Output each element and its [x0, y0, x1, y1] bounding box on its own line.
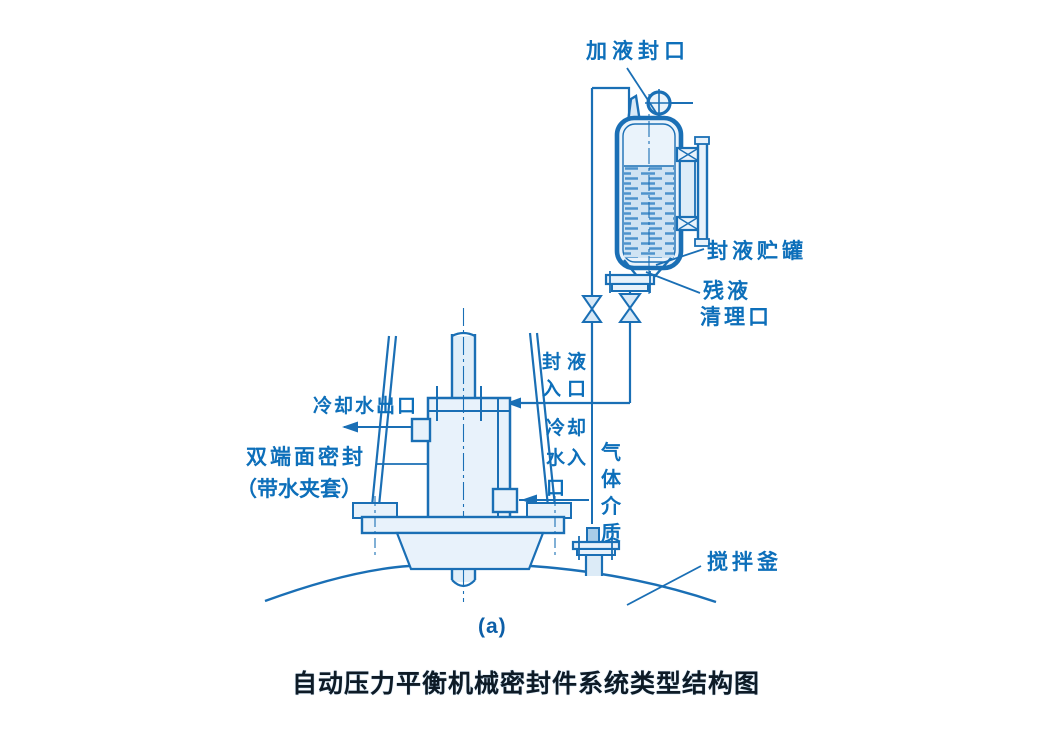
leader-tank [655, 248, 705, 266]
arrow-icon [506, 397, 521, 409]
valve-icon [581, 295, 603, 323]
flange-neck [395, 531, 545, 571]
cooling-outlet-arrow [342, 421, 412, 433]
label-cooling-inlet-line3: 口 [546, 478, 568, 499]
label-residual-line1: 残液 [703, 280, 751, 303]
outlet-nozzle [410, 417, 432, 443]
leader-lines [376, 67, 705, 606]
leader-vessel [626, 565, 702, 606]
leader-filling-port [626, 67, 658, 115]
seal-housing [410, 386, 519, 520]
label-stirred-vessel: 搅拌釜 [707, 551, 782, 574]
label-filling-port: 加液封口 [586, 40, 690, 63]
label-residual-line2: 清理口 [700, 306, 772, 329]
drain-flange [604, 273, 656, 286]
label-seal-liquid-tank: 封液贮罐 [707, 240, 807, 263]
seal-liquid-tank [592, 86, 710, 294]
tank-mount-bracket [675, 136, 710, 247]
label-double-seal-line1: 双端面密封 [246, 446, 366, 469]
label-double-seal-line2: （带水夹套） [236, 478, 362, 501]
mounting-flange [352, 496, 572, 571]
label-cooling-inlet-line1: 冷却 [546, 418, 589, 439]
label-seal-inlet-line2: 入口 [542, 379, 593, 400]
inlet-nozzle [491, 487, 519, 514]
subfigure-label: (a) [478, 615, 507, 638]
label-cooling-inlet-line2: 水入 [546, 448, 589, 469]
balance-pipe-top [592, 86, 631, 122]
valve-icon [618, 293, 642, 323]
leader-residual [645, 271, 701, 294]
label-seal-inlet-line1: 封液 [542, 352, 593, 373]
stirred-vessel-dome [264, 527, 717, 604]
gas-nozzle [571, 527, 621, 576]
arrow-icon [342, 421, 358, 433]
figure-caption: 自动压力平衡机械密封件系统类型结构图 [291, 670, 760, 698]
seal-assembly [342, 308, 589, 602]
label-cooling-outlet: 冷却水出口 [313, 396, 419, 417]
label-gas-medium: 气体介质 [601, 442, 621, 545]
